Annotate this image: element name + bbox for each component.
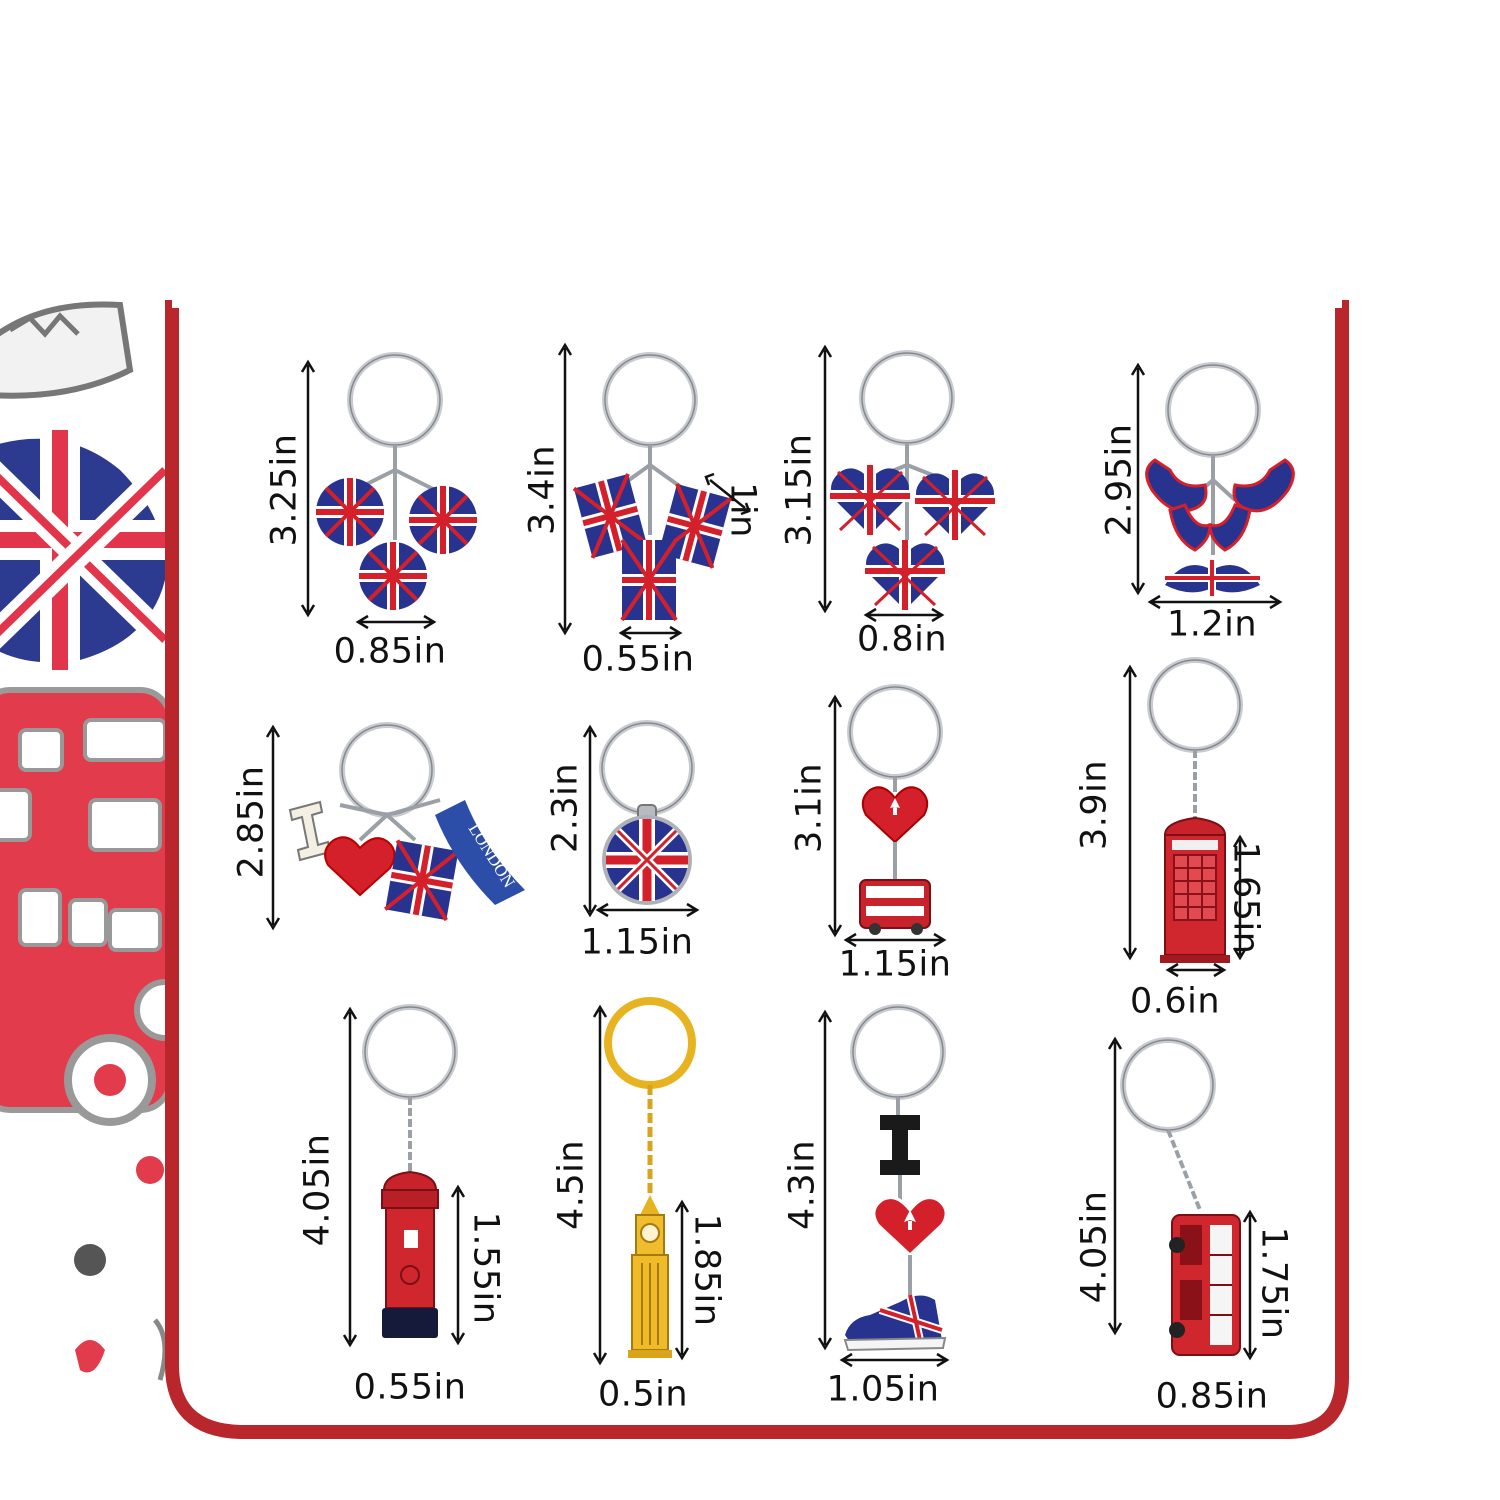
heart-bus-charms-icon	[827, 684, 947, 948]
dome-flag-pendant-icon	[582, 720, 700, 918]
width-label: 0.85in	[1155, 1376, 1269, 1417]
postbox-icon	[342, 1004, 466, 1348]
width-label: 0.6in	[1129, 981, 1221, 1022]
keychain-i-heart-shoe	[760, 1000, 1060, 1368]
keychain-bus	[1060, 1030, 1360, 1361]
width-label: 0.5in	[597, 1374, 689, 1415]
charm-label: 1.85in	[686, 1213, 727, 1327]
keychain-heart-flags	[760, 340, 1060, 670]
charm-label: 1.55in	[465, 1211, 506, 1325]
background-bus-icon	[0, 687, 172, 1126]
width-label: 1.15in	[838, 944, 952, 985]
height-label: 3.25in	[264, 433, 305, 547]
height-label: 3.9in	[1074, 759, 1115, 851]
heart-flag-charms-icon	[817, 344, 995, 623]
round-flag-charms-icon	[300, 352, 477, 630]
width-label: 1.05in	[826, 1369, 940, 1410]
keychain-dome-flag	[500, 700, 800, 1030]
keychain-moustache	[1060, 340, 1360, 670]
width-label: 1.2in	[1166, 604, 1258, 645]
charm-label: 1.75in	[1253, 1226, 1294, 1340]
keychain-rect-flags	[500, 340, 800, 670]
big-ben-icon	[592, 997, 696, 1366]
double-decker-bus-icon	[1107, 1036, 1258, 1361]
height-label: 4.05in	[297, 1133, 338, 1247]
height-label: 4.05in	[1074, 1190, 1115, 1304]
height-label: 4.5in	[551, 1139, 592, 1231]
width-label: 0.55in	[581, 639, 695, 680]
i-love-london-charms-icon: LONDON	[265, 722, 525, 931]
product-card	[172, 300, 1340, 1420]
keychain-phone-box	[1060, 650, 1360, 980]
width-label: 1.15in	[580, 922, 694, 963]
height-label: 2.85in	[231, 765, 272, 879]
keychain-round-flags	[250, 340, 550, 670]
telephone-box-icon	[1122, 657, 1248, 978]
width-label: 0.85in	[333, 631, 447, 672]
height-label: 2.3in	[545, 762, 586, 854]
charm-label: 1in	[722, 482, 763, 538]
keychain-i-love-london: LONDON	[250, 700, 550, 1030]
height-label: 4.3in	[782, 1139, 823, 1231]
height-label: 3.1in	[789, 762, 830, 854]
charm-label: 1.65in	[1225, 841, 1266, 955]
height-label: 3.4in	[522, 444, 563, 536]
keychain-big-ben	[500, 995, 800, 1366]
keychain-heart-bus	[760, 680, 1060, 1010]
width-label: 0.8in	[856, 619, 948, 660]
rectangle-flag-charms-icon	[557, 342, 751, 641]
keychain-postbox	[280, 1000, 580, 1348]
height-label: 2.95in	[1099, 423, 1140, 537]
height-label: 3.15in	[779, 433, 820, 547]
i-heart-shoe-charms-icon	[817, 1004, 950, 1368]
moustache-flag-charms-icon	[1130, 362, 1295, 610]
flag-balloon-icon	[0, 430, 172, 670]
width-label: 0.55in	[353, 1367, 467, 1408]
